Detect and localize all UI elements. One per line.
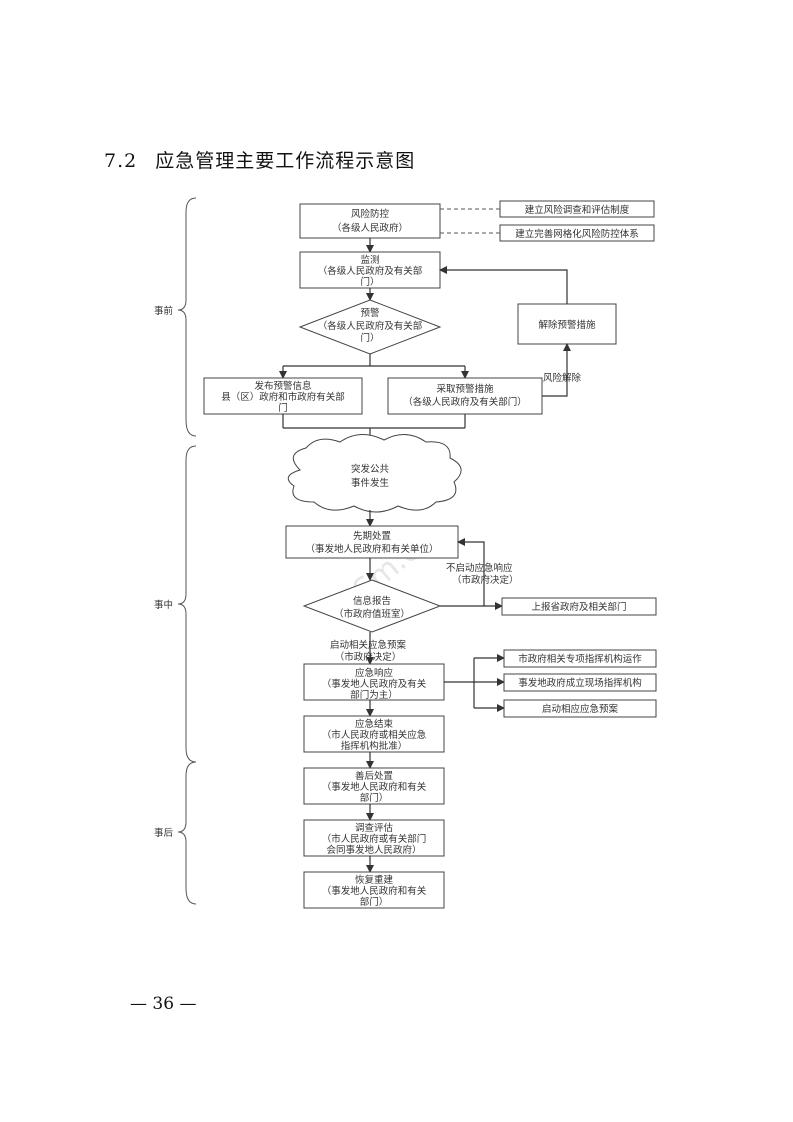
node-response xyxy=(303,663,445,701)
end-title: 应急结束 xyxy=(355,718,394,730)
monitoring-sub2: 门） xyxy=(360,276,379,288)
start-emergency-plan-label: 启动相应应急预案 xyxy=(542,703,619,715)
node-start-emergency-plan xyxy=(503,699,657,718)
page-number: — 36 — xyxy=(130,994,197,1014)
brace-before xyxy=(177,197,197,437)
monitoring-title: 监测 xyxy=(360,254,379,266)
no-response-line2: （市政府决定） xyxy=(452,574,519,586)
investigation-sub2: 会同事发地人民政府） xyxy=(326,844,421,856)
initial-title: 先期处置 xyxy=(353,530,391,542)
lift-warning-label: 解除预警措施 xyxy=(538,319,596,331)
node-report-up xyxy=(501,597,657,616)
initial-sub: （事发地人民政府和有关单位） xyxy=(305,543,438,555)
node-measures xyxy=(387,377,543,415)
start-plan-line2: （市政府决定） xyxy=(335,651,402,663)
node-command-ops xyxy=(503,649,657,668)
command-ops-label: 市政府相关专项指挥机构运作 xyxy=(518,653,642,665)
publish-title: 发布预警信息 xyxy=(254,380,311,392)
node-recovery xyxy=(303,871,445,909)
incident-line2: 事件发生 xyxy=(351,477,390,489)
publish-sub2: 门 xyxy=(278,402,288,414)
aftermath-sub1: （事发地人民政府和有关 xyxy=(322,781,427,793)
report-sub: （市政府值班室） xyxy=(334,608,410,620)
node-report xyxy=(302,579,442,633)
end-sub1: （市人民政府或相关应急 xyxy=(322,729,427,741)
heading-title: 应急管理主要工作流程示意图 xyxy=(155,150,416,172)
aftermath-sub2: 部门） xyxy=(360,792,389,804)
phase-during: 事中 xyxy=(154,599,173,611)
no-response-line1: 不启动应急响应 xyxy=(446,562,513,574)
node-investigation xyxy=(303,819,445,857)
measures-title: 采取预警措施 xyxy=(436,383,494,395)
risk-grid-label: 建立完善网格化风险防控体系 xyxy=(515,228,639,240)
publish-sub1: 县（区）政府和市政府有关部 xyxy=(221,391,345,403)
warning-sub1: （各级人民政府及有关部 xyxy=(318,320,423,332)
page-heading: 7.2 应急管理主要工作流程示意图 xyxy=(104,146,415,173)
node-risk-prevention xyxy=(299,203,441,239)
node-field-command xyxy=(503,673,657,692)
heading-number: 7.2 xyxy=(104,150,138,172)
field-command-label: 事发地政府成立现场指挥机构 xyxy=(518,677,642,689)
recovery-sub1: （事发地人民政府和有关 xyxy=(322,885,427,897)
response-sub1: （事发地人民政府及有关 xyxy=(322,678,427,690)
warning-sub2: 门） xyxy=(360,332,379,344)
measures-sub: （各级人民政府及有关部门） xyxy=(403,396,527,408)
response-sub2: 部门为主） xyxy=(350,689,398,701)
risk-cleared-label: 风险解除 xyxy=(543,372,582,384)
report-title: 信息报告 xyxy=(353,595,391,607)
risk-prevention-title: 风险防控 xyxy=(351,208,390,220)
brace-after xyxy=(177,761,197,905)
report-up-label: 上报省政府及相关部门 xyxy=(531,601,626,613)
incident-line1: 突发公共 xyxy=(351,463,390,475)
end-sub2: 指挥机构批准） xyxy=(341,740,408,752)
arrow-risk-cleared xyxy=(542,343,571,397)
investigation-title: 调查评估 xyxy=(355,822,394,834)
node-aftermath xyxy=(303,767,445,805)
response-title: 应急响应 xyxy=(355,667,394,679)
phase-after: 事后 xyxy=(154,827,174,839)
node-incident xyxy=(287,434,462,513)
monitoring-sub1: （各级人民政府及有关部 xyxy=(318,265,423,277)
phase-before: 事前 xyxy=(154,305,173,317)
node-end xyxy=(303,715,445,753)
arrow-no-response xyxy=(440,538,485,607)
brace-during xyxy=(177,445,197,763)
warning-title: 预警 xyxy=(360,307,380,319)
recovery-title: 恢复重建 xyxy=(355,874,394,886)
risk-survey-label: 建立风险调查和评估制度 xyxy=(525,204,630,216)
investigation-sub1: （市人民政府或有关部门 xyxy=(322,833,427,845)
aftermath-title: 善后处置 xyxy=(355,770,393,782)
start-plan-line1: 启动相关应急预案 xyxy=(330,639,407,651)
node-lift-warning xyxy=(517,303,617,345)
arrow-lift-to-monitoring xyxy=(439,266,568,304)
node-publish xyxy=(203,377,363,415)
node-initial xyxy=(285,525,459,559)
recovery-sub2: 部门） xyxy=(360,896,389,908)
risk-prevention-sub: （各级人民政府） xyxy=(332,222,408,234)
